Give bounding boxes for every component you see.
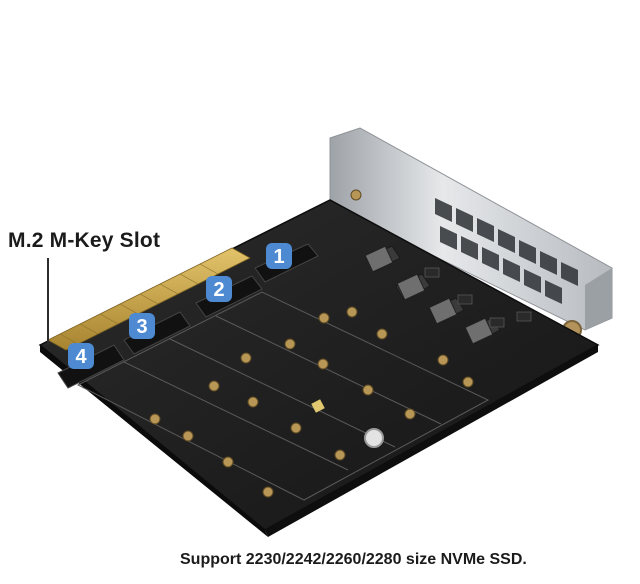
slot-number-4: 4 — [75, 346, 87, 368]
slot-badge-1: 1 — [266, 243, 292, 269]
slot-badge-2: 2 — [206, 276, 232, 302]
callout-line — [47, 258, 49, 344]
pad-marker — [311, 399, 325, 413]
pcie-bracket — [329, 127, 613, 340]
slot-number-1: 1 — [273, 246, 284, 268]
slot-badge-4: 4 — [68, 343, 94, 369]
slot-badge-3: 3 — [129, 313, 155, 339]
screw-standoff — [364, 428, 384, 448]
power-components — [364, 245, 532, 345]
slot-heading: M.2 M-Key Slot — [8, 229, 161, 252]
slot-number-3: 3 — [136, 316, 147, 338]
pcie-gold-edge-connector — [47, 247, 251, 351]
standoff-holes — [149, 189, 474, 498]
slot-number-2: 2 — [213, 279, 224, 301]
support-caption: Support 2230/2242/2260/2280 size NVMe SS… — [180, 551, 527, 568]
